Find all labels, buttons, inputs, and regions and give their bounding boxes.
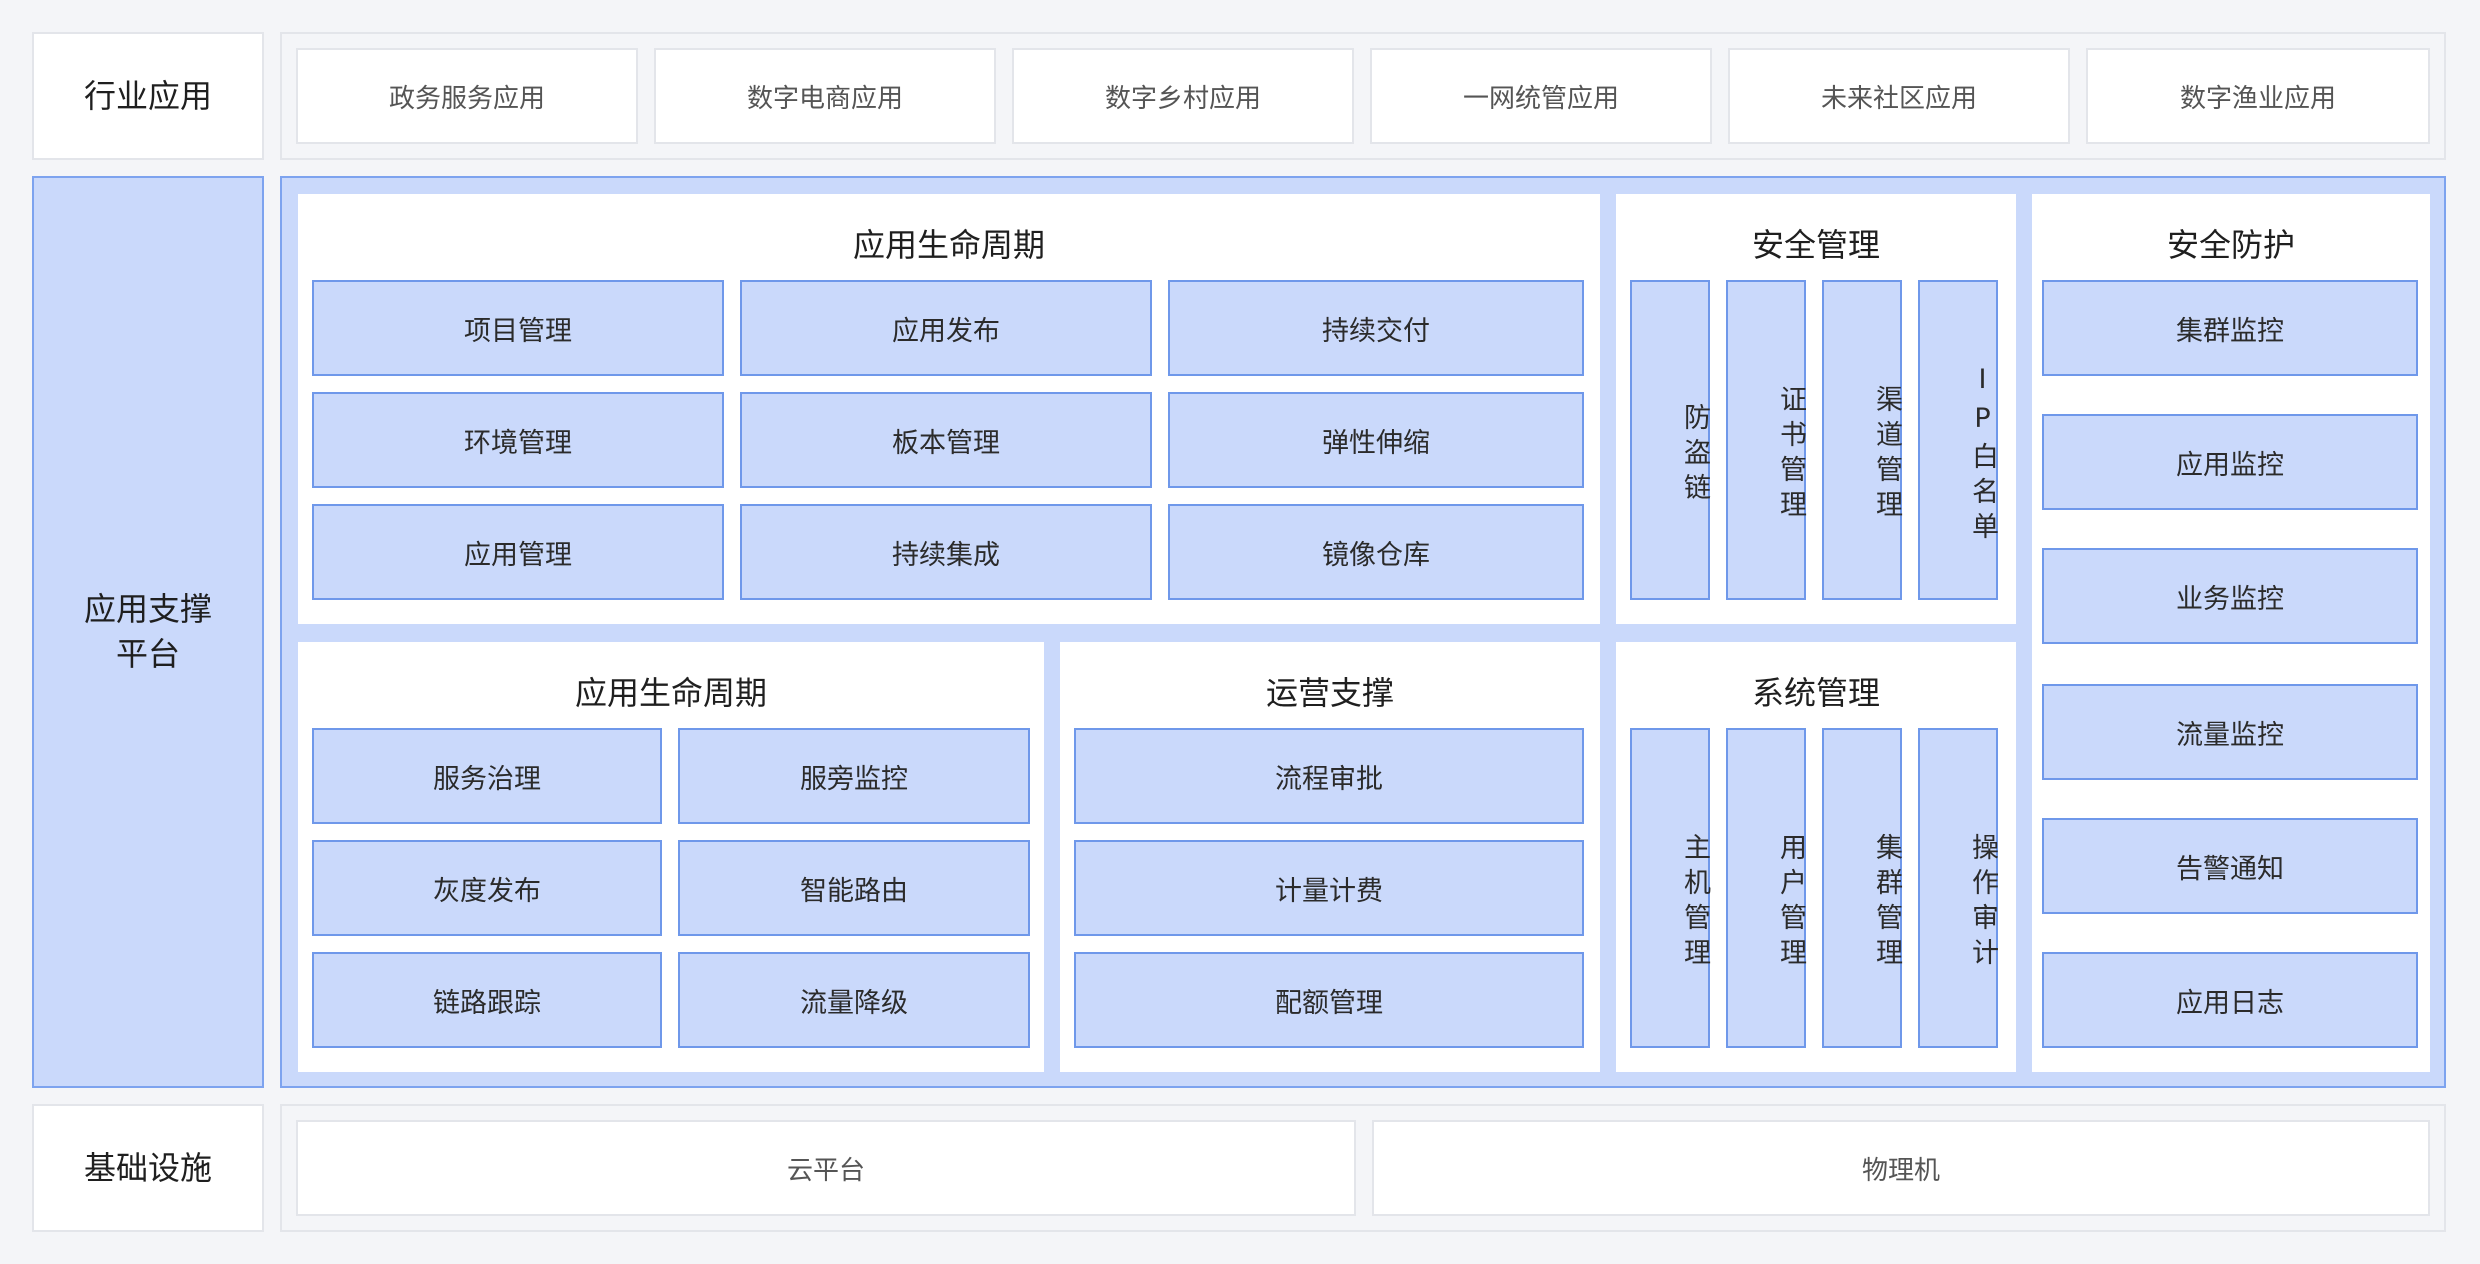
app-label: 数字电商应用 [746, 83, 903, 114]
security-mgmt-item: 防盗链 [1630, 280, 1710, 600]
security-protect-item: 业务监控 [2042, 548, 2418, 644]
industry-apps-panel: 政务服务应用 数字电商应用 数字乡村应用 一网统管应用 未来社区应用 数字渔业应… [280, 32, 2446, 160]
security-mgmt-item: 渠道管理 [1822, 280, 1902, 600]
operations-item: 流程审批 [1074, 728, 1584, 824]
operations-item: 计量计费 [1074, 840, 1584, 936]
lifecycle-item: 镜像仓库 [1168, 504, 1584, 600]
lifecycle-item: 弹性伸缩 [1168, 392, 1584, 488]
infra-item-label: 物理机 [1861, 1155, 1940, 1186]
lifecycle-item: 持续交付 [1168, 280, 1584, 376]
security-protect-item: 流量监控 [2042, 684, 2418, 780]
infra-row-label-box: 基础设施 [32, 1104, 264, 1232]
system-mgmt-item: 用户管理 [1726, 728, 1806, 1048]
operations-item: 配额管理 [1074, 952, 1584, 1048]
infra-panel: 云平台 物理机 [280, 1104, 2446, 1232]
app-box: 一网统管应用 [1370, 48, 1712, 144]
lifecycle-item: 持续集成 [740, 504, 1152, 600]
system-mgmt-item: 主机管理 [1630, 728, 1710, 1048]
security-protect-item: 集群监控 [2042, 280, 2418, 376]
app-label: 数字乡村应用 [1104, 83, 1261, 114]
security-mgmt-title: 安全管理 [1751, 226, 1880, 264]
security-mgmt-card: 安全管理 防盗链 证书管理 渠道管理 IP白名单 [1616, 194, 2016, 624]
lifecycle-bottom-title: 应用生命周期 [574, 674, 767, 712]
app-label: 未来社区应用 [1820, 83, 1977, 114]
platform-row-label-box: 应用支撑平台 [32, 176, 264, 1088]
security-protect-item: 告警通知 [2042, 818, 2418, 914]
lifecycle-item: 链路跟踪 [312, 952, 662, 1048]
app-box: 政务服务应用 [296, 48, 638, 144]
lifecycle-item: 板本管理 [740, 392, 1152, 488]
infra-item-physical-machine: 物理机 [1372, 1120, 2430, 1216]
platform-row-label: 应用支撑平台 [83, 590, 212, 673]
lifecycle-item: 应用发布 [740, 280, 1152, 376]
infra-item-label: 云平台 [786, 1155, 865, 1186]
lifecycle-item: 智能路由 [678, 840, 1030, 936]
security-protect-item: 应用日志 [2042, 952, 2418, 1048]
app-label: 数字渔业应用 [2179, 83, 2336, 114]
lifecycle-item: 应用管理 [312, 504, 724, 600]
lifecycle-top-title: 应用生命周期 [852, 226, 1045, 264]
system-mgmt-item: 集群管理 [1822, 728, 1902, 1048]
security-protect-card: 安全防护 集群监控 应用监控 业务监控 流量监控 告警通知 应用日志 [2032, 194, 2430, 1072]
lifecycle-item: 灰度发布 [312, 840, 662, 936]
app-label: 一网统管应用 [1462, 83, 1619, 114]
infra-row-label: 基础设施 [83, 1148, 212, 1187]
operations-card: 运营支撑 流程审批 计量计费 配额管理 [1060, 642, 1600, 1072]
security-mgmt-item: 证书管理 [1726, 280, 1806, 600]
app-label: 政务服务应用 [388, 83, 545, 114]
app-box: 数字电商应用 [654, 48, 996, 144]
lifecycle-item: 项目管理 [312, 280, 724, 376]
infra-item-cloud-platform: 云平台 [296, 1120, 1356, 1216]
lifecycle-bottom-card: 应用生命周期 服务治理 服旁监控 灰度发布 智能路由 链路跟踪 流量降级 [298, 642, 1044, 1072]
industry-row-label-box: 行业应用 [32, 32, 264, 160]
app-box: 未来社区应用 [1728, 48, 2070, 144]
industry-row-label: 行业应用 [83, 76, 212, 115]
lifecycle-top-card: 应用生命周期 项目管理 应用发布 持续交付 环境管理 板本管理 弹性伸缩 应用管… [298, 194, 1600, 624]
app-box: 数字渔业应用 [2086, 48, 2430, 144]
security-mgmt-item: IP白名单 [1918, 280, 1998, 600]
platform-panel: 应用生命周期 项目管理 应用发布 持续交付 环境管理 板本管理 弹性伸缩 应用管… [280, 176, 2446, 1088]
security-protect-item: 应用监控 [2042, 414, 2418, 510]
lifecycle-item: 流量降级 [678, 952, 1030, 1048]
system-mgmt-card: 系统管理 主机管理 用户管理 集群管理 操作审计 [1616, 642, 2016, 1072]
system-mgmt-item: 操作审计 [1918, 728, 1998, 1048]
app-box: 数字乡村应用 [1012, 48, 1354, 144]
lifecycle-item: 环境管理 [312, 392, 724, 488]
system-mgmt-title: 系统管理 [1751, 674, 1880, 712]
operations-title: 运营支撑 [1265, 674, 1394, 712]
security-protect-title: 安全防护 [2166, 226, 2295, 264]
lifecycle-item: 服务治理 [312, 728, 662, 824]
lifecycle-item: 服旁监控 [678, 728, 1030, 824]
